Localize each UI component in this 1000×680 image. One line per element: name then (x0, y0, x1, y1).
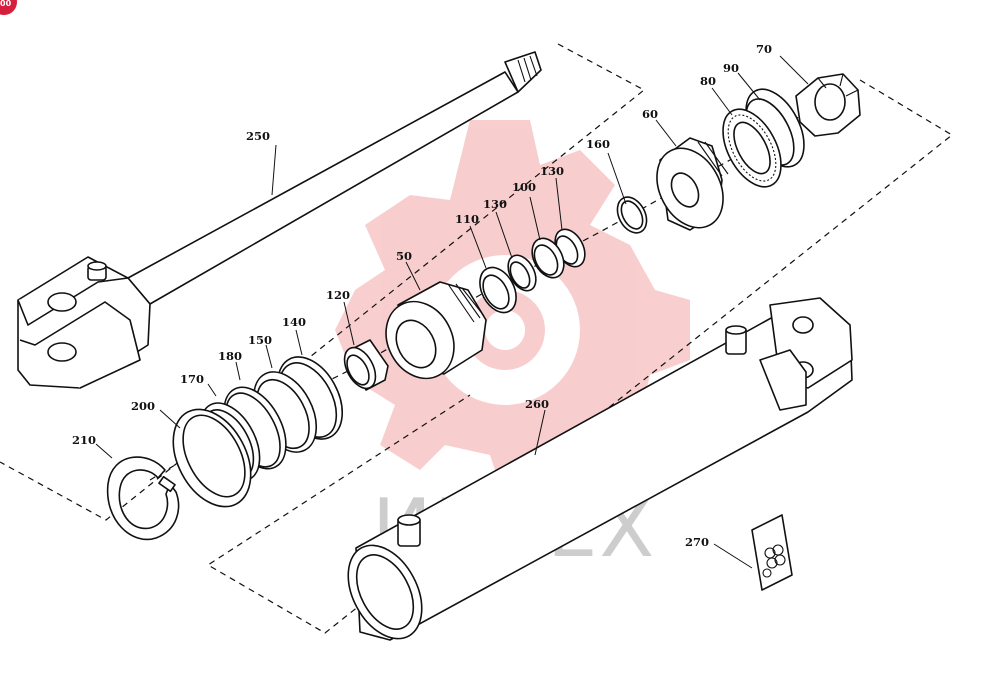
part-210-snap-ring[interactable] (106, 456, 180, 541)
center-axis (149, 109, 811, 481)
svg-text:00: 00 (0, 0, 12, 8)
label-80: 80 (700, 74, 716, 88)
part-50-piston[interactable] (373, 281, 487, 390)
label-250: 250 (246, 129, 270, 143)
part-120-spacer[interactable] (338, 339, 389, 394)
part-200-head[interactable] (158, 396, 267, 520)
label-200: 200 (131, 399, 155, 413)
corner-badge: 00 (0, 0, 17, 15)
label-100: 100 (512, 180, 536, 194)
label-140: 140 (282, 315, 306, 329)
label-160: 160 (586, 137, 610, 151)
part-250-piston-rod[interactable] (17, 51, 542, 389)
part-130b-backup-ring[interactable] (502, 251, 541, 296)
label-110: 110 (455, 212, 479, 226)
part-60-gland[interactable] (644, 137, 736, 239)
label-130a: 130 (540, 164, 564, 178)
label-50: 50 (396, 249, 412, 263)
part-80-wear-ring[interactable] (711, 100, 793, 197)
part-260-cylinder-barrel[interactable] (333, 297, 853, 651)
assembly-boundaries (0, 43, 954, 634)
label-260: 260 (525, 397, 549, 411)
label-210: 210 (72, 433, 96, 447)
part-110-o-ring[interactable] (473, 261, 524, 318)
leader-lines (95, 55, 809, 569)
label-130b: 130 (483, 197, 507, 211)
part-labels: 250 70 90 80 60 160 130 100 130 110 50 1… (72, 42, 772, 549)
part-100-seal[interactable] (526, 233, 570, 283)
label-120: 120 (326, 288, 350, 302)
label-70: 70 (756, 42, 772, 56)
label-90: 90 (723, 61, 739, 75)
part-270-seal-kit-bag[interactable] (751, 514, 793, 591)
label-180: 180 (218, 349, 242, 363)
label-270: 270 (685, 535, 709, 549)
label-170: 170 (180, 372, 204, 386)
part-70-nut[interactable] (795, 73, 861, 137)
label-60: 60 (642, 107, 658, 121)
part-160-o-ring[interactable] (612, 192, 653, 238)
label-150: 150 (248, 333, 272, 347)
